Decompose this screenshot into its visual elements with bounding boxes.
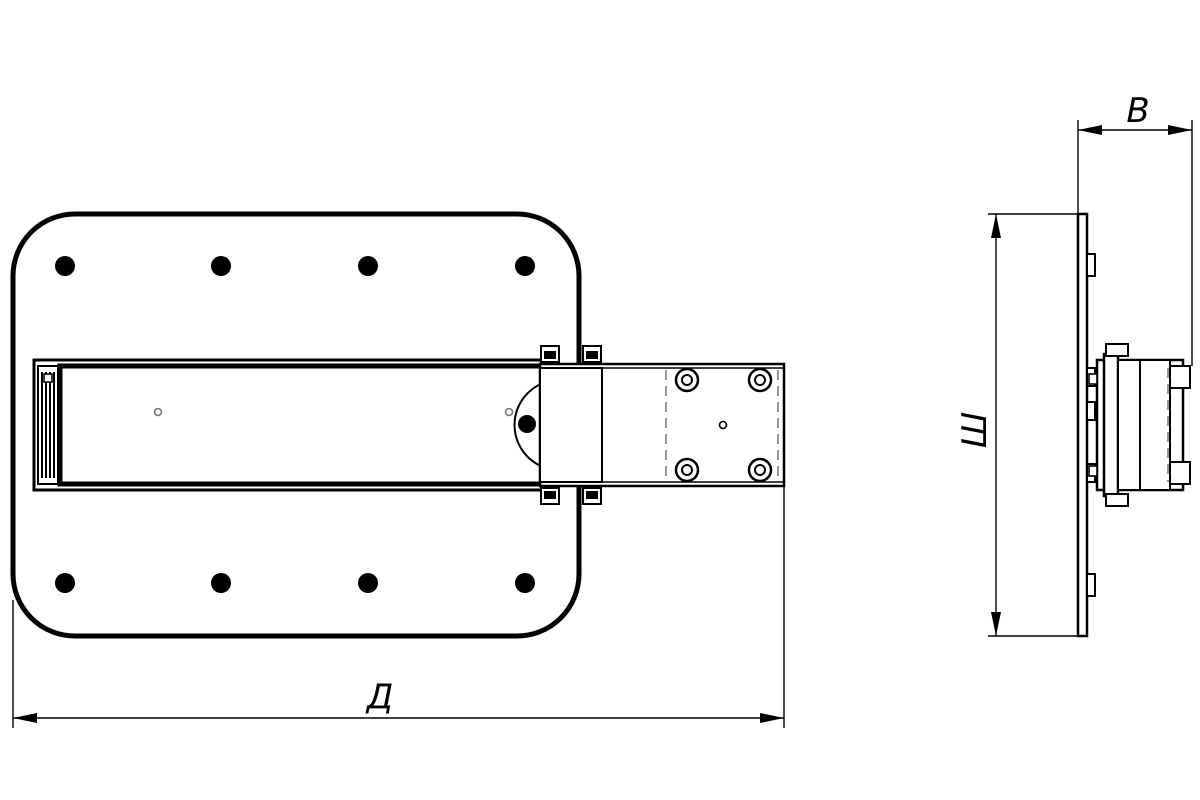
plate-bolt	[211, 256, 231, 276]
side-bracket	[1088, 343, 1191, 507]
central-channel	[32, 358, 547, 492]
plate-bolt	[358, 573, 378, 593]
bracket-nuts	[540, 345, 602, 505]
end-cap-fins	[41, 372, 55, 478]
length-label: Д	[365, 677, 394, 717]
plate-bolt	[358, 256, 378, 276]
plate-bolt	[55, 256, 75, 276]
plate-bolt	[211, 573, 231, 593]
width-dimension: Ш	[955, 213, 1078, 637]
plate-edge	[1076, 212, 1089, 638]
width-label: Ш	[955, 412, 995, 448]
plate-bolts	[55, 256, 535, 593]
plate-bolt	[515, 573, 535, 593]
channel-hole	[153, 407, 163, 417]
channel-hole	[504, 407, 514, 417]
bracket-bolts	[674, 367, 773, 483]
side-view: Ш В	[955, 91, 1193, 638]
length-dimension: Д	[12, 486, 785, 728]
plate-bolt	[55, 573, 75, 593]
mounting-bracket	[538, 362, 786, 488]
plate-bolt	[515, 256, 535, 276]
bracket-center-hole	[718, 420, 728, 430]
front-view: Д	[10, 211, 786, 728]
depth-dimension: В	[1077, 91, 1193, 366]
hinge	[513, 383, 542, 467]
depth-label: В	[1126, 91, 1149, 131]
